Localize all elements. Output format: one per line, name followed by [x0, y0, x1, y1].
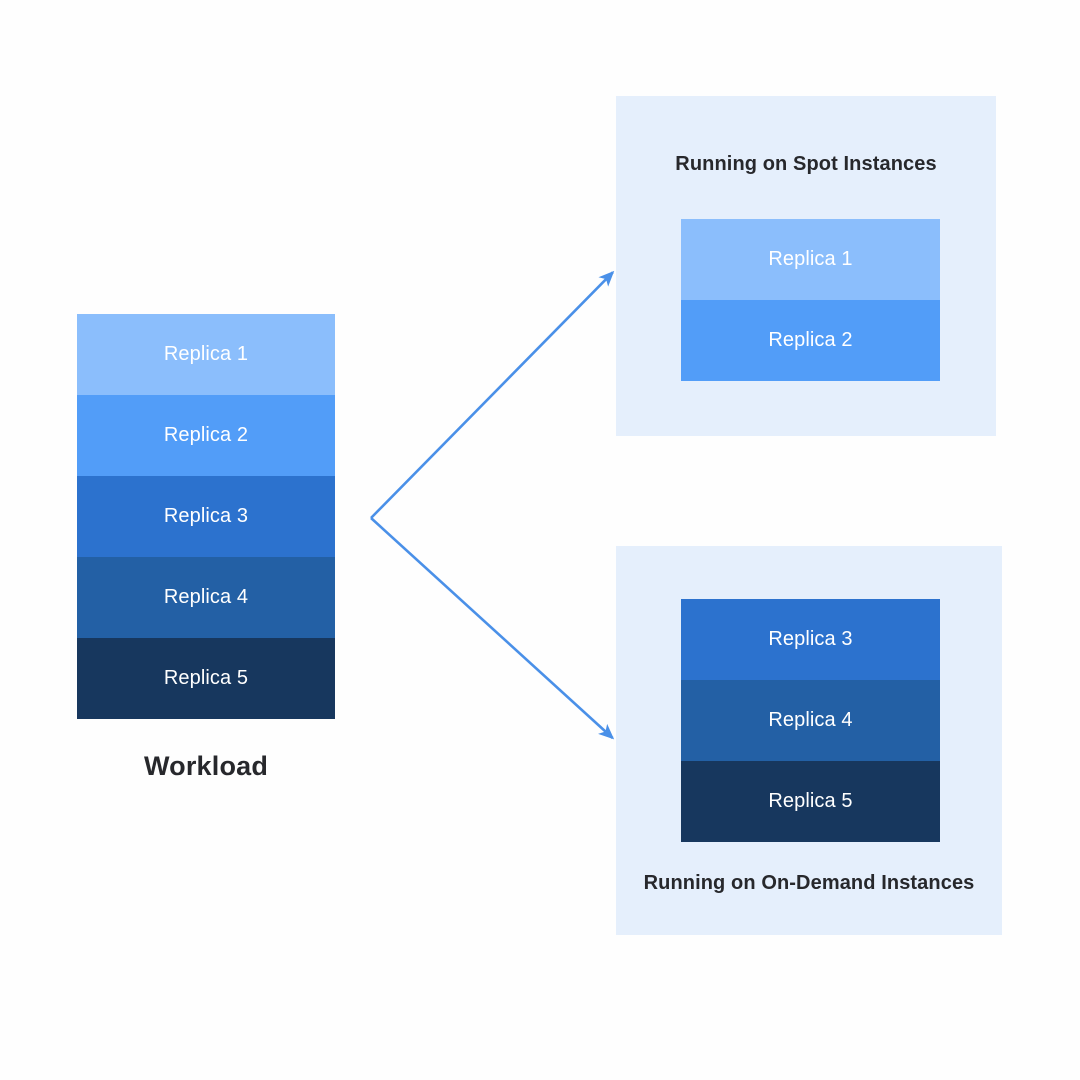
replica-label: Replica 5: [768, 790, 853, 812]
ondemand-instances-panel: Replica 3 Replica 4 Replica 5 Running on O…: [616, 546, 1002, 935]
replica-block: Replica 2: [77, 395, 335, 476]
replica-block: Replica 4: [77, 557, 335, 638]
replica-label: Replica 1: [768, 248, 853, 270]
ondemand-panel-title: Running on On-Demand Instances: [643, 872, 975, 894]
replica-label: Replica 4: [768, 709, 853, 731]
replica-block: Replica 2: [681, 300, 940, 381]
replica-block: Replica 1: [681, 219, 940, 300]
workload-label: Workload: [143, 751, 269, 781]
workload-stack: Replica 1 Replica 2 Replica 3 Replica 4 Repl…: [77, 314, 335, 719]
replica-label: Replica 1: [163, 343, 249, 365]
replica-label: Replica 3: [768, 628, 853, 650]
replica-block: Replica 3: [77, 476, 335, 557]
replica-label: Replica 3: [163, 505, 249, 527]
arrow-to-ondemand-panel: [370, 517, 615, 740]
replica-block: Replica 1: [77, 314, 335, 395]
replica-label: Replica 4: [163, 586, 249, 608]
spot-panel-title: Running on Spot Instances: [675, 153, 937, 175]
ondemand-replica-stack: Replica 3 Replica 4 Replica 5: [681, 599, 940, 842]
replica-label: Replica 2: [163, 424, 249, 446]
arrow-to-spot-panel: [370, 270, 615, 519]
workload-group: Replica 1 Replica 2 Replica 3 Replica 4 Repl…: [77, 314, 335, 781]
replica-block: Replica 4: [681, 680, 940, 761]
spot-replica-stack: Replica 1 Replica 2: [681, 219, 940, 381]
replica-block: Replica 3: [681, 599, 940, 680]
replica-block: Replica 5: [681, 761, 940, 842]
replica-label: Replica 2: [768, 329, 853, 351]
replica-block: Replica 5: [77, 638, 335, 719]
replica-label: Replica 5: [163, 667, 249, 689]
